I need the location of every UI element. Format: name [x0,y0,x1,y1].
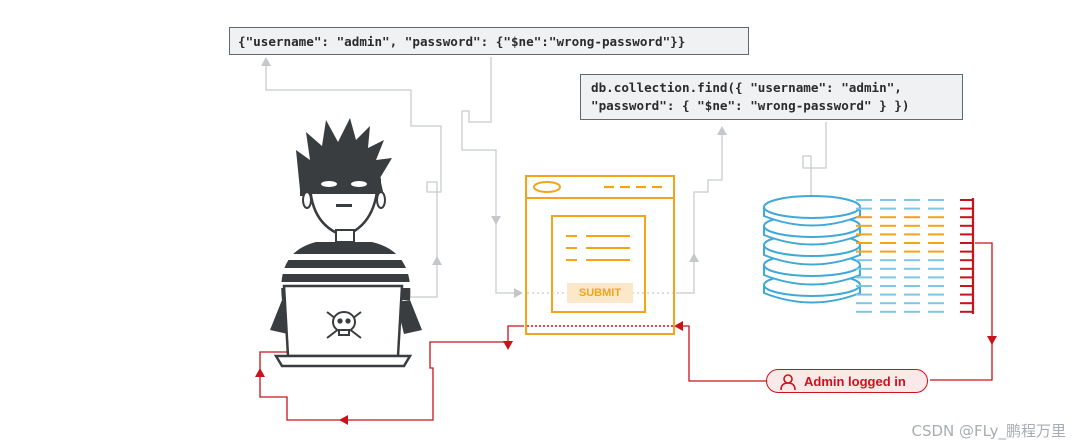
watermark: CSDN @FLy_鹏程万里 [911,422,1066,440]
flow-form-to-find [676,130,723,294]
flow-find-to-db [802,122,827,201]
hacker-eye-right [351,181,367,187]
user-icon [780,374,796,391]
form-text-lines [566,235,630,261]
arrow-up-left [255,368,265,377]
arrow-up-find [717,126,727,135]
db-find-query-box: db.collection.find({ "username": "admin"… [580,74,963,120]
database-stack-icon [763,195,861,304]
flow-badge-to-form [678,325,766,382]
hacker-eye-left [321,181,337,187]
laptop-base [273,354,413,368]
hacker-neck [335,229,355,243]
hacker-ear-left [302,191,312,209]
flow-laptop-to-query [265,62,442,298]
response-flow-lines [255,242,997,425]
db-find-line-2: "password": { "$ne": "wrong-password" } … [591,98,910,113]
arrow-left-bottom [339,415,348,425]
query-payload-box: {"username": "admin", "password": {"$ne"… [229,27,749,55]
hacker-mustache [336,204,352,207]
form-window-url-bar [533,181,561,193]
hacker-ear-right [376,191,386,209]
status-label: Admin logged in [804,374,906,389]
db-find-line-1: db.collection.find({ "username": "admin"… [591,80,902,95]
laptop-icon [273,284,413,368]
arrow-down-db-out [987,336,997,345]
arrow-right-form [514,288,523,298]
hacker-arm-right [396,300,422,334]
hacker-mask [307,174,381,194]
arrow-up-form-out [689,253,699,262]
flow-form-to-attacker [259,325,524,421]
database-records [856,198,975,314]
submit-button[interactable]: SUBMIT [567,283,633,303]
web-form-window-icon [525,175,675,335]
arrow-down-form-left [503,341,513,350]
arrow-left-form [674,321,683,331]
admin-logged-in-badge: Admin logged in [766,369,928,393]
flow-db-to-badge [930,242,993,381]
arrow-up-laptop [432,256,442,265]
arrow-down-form [491,216,501,225]
arrow-up-query [261,57,271,66]
flow-query-to-form [461,57,517,294]
skull-crossbones-icon [326,311,362,339]
hacker-stripes [278,254,414,288]
